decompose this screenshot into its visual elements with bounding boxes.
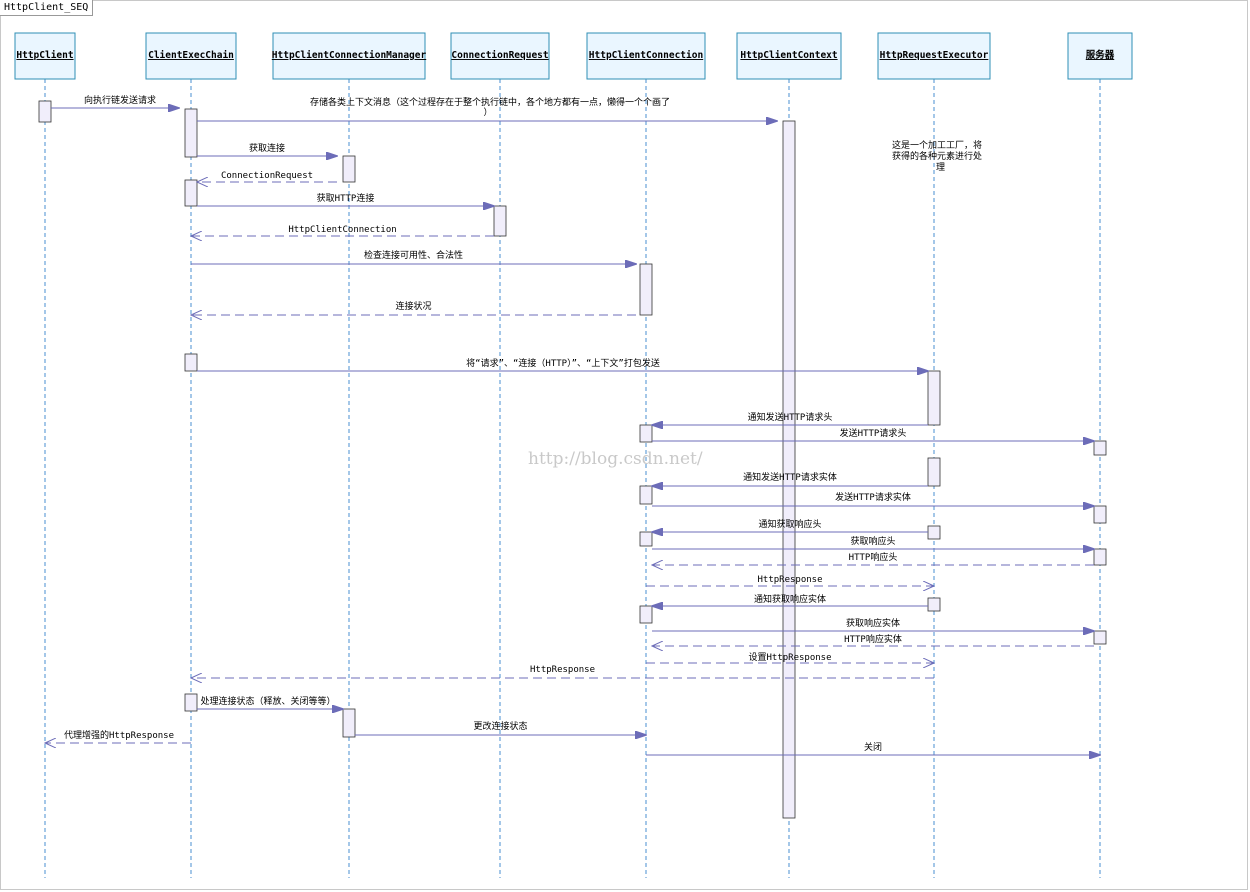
activation-server: [1093, 548, 1107, 566]
message-label-8: 连接状况: [395, 300, 431, 312]
participant-label-connreq: ConnectionRequest: [451, 50, 548, 61]
participant-label-connmgr: HttpClientConnectionManager: [272, 50, 427, 61]
diagram-title: HttpClient_SEQ: [0, 0, 94, 16]
activation-conn: [639, 263, 653, 316]
participant-box-chain: [145, 32, 237, 80]
activation-connmgr: [342, 708, 356, 738]
message-label-4: ConnectionRequest: [221, 171, 313, 181]
activation-executor: [927, 457, 941, 487]
message-label-10: 通知发送HTTP请求头: [748, 411, 833, 423]
participant-box-httpclient: [14, 32, 76, 80]
activation-chain: [184, 108, 198, 158]
activation-conn: [639, 424, 653, 443]
activation-chain: [184, 179, 198, 207]
message-label-12: 通知发送HTTP请求实体: [743, 471, 837, 483]
participant-box-context: [736, 32, 842, 80]
messages: 向执行链发送请求 存储各类上下文消息（这个过程存在于整个执行链中，各个地方都有一点…: [45, 94, 1100, 755]
message-label-14: 通知获取响应头: [758, 518, 821, 530]
activation-chain: [184, 693, 198, 712]
message-label-3: 获取连接: [249, 142, 285, 154]
message-label-19: 获取响应实体: [846, 617, 900, 629]
activation-connmgr: [342, 155, 356, 183]
participant-label-httpclient: HttpClient: [16, 50, 73, 61]
activation-connreq: [493, 205, 507, 237]
message-label-11: 发送HTTP请求头: [840, 427, 907, 439]
message-label-26: 关闭: [864, 741, 882, 753]
message-label-7: 检查连接可用性、合法性: [364, 249, 463, 261]
activation-conn: [639, 605, 653, 624]
lifelines: [44, 79, 1101, 878]
message-label-17: HttpResponse: [757, 575, 822, 585]
participant-label-context: HttpClientContext: [740, 50, 837, 61]
participant-label-executor: HttpRequestExecutor: [880, 50, 989, 61]
participant-box-executor: [877, 32, 991, 80]
participant-box-server: [1067, 32, 1133, 80]
participant-label-conn: HttpClientConnection: [589, 50, 703, 61]
message-label-6: HttpClientConnection: [288, 225, 396, 235]
activation-executor: [927, 597, 941, 612]
participant-box-connmgr: [272, 32, 426, 80]
activation-executor: [927, 370, 941, 426]
activation-server: [1093, 505, 1107, 524]
participant-headers: HttpClient ClientExecChain HttpClientConne…: [14, 32, 1133, 80]
message-label-18: 通知获取响应实体: [754, 593, 826, 605]
participant-label-chain: ClientExecChain: [148, 50, 234, 61]
message-label-21: 设置HttpResponse: [748, 652, 831, 663]
message-label-25: 代理增强的HttpResponse: [64, 729, 174, 741]
message-label-2-cont: ）: [483, 107, 492, 118]
message-label-9: 将“请求”、“连接（HTTP）”、“上下文”打包发送: [466, 357, 660, 369]
activation-conn: [639, 531, 653, 547]
activation-server: [1093, 440, 1107, 456]
message-label-1: 向执行链发送请求: [84, 94, 156, 106]
note-line-2: 获得的各种元素进行处: [892, 150, 982, 162]
message-label-23: 处理连接状态（释放、关闭等等）: [200, 695, 335, 707]
participant-label-server: 服务器: [1086, 49, 1115, 61]
participant-box-connreq: [450, 32, 550, 80]
message-label-24: 更改连接状态: [473, 720, 527, 732]
message-label-2: 存储各类上下文消息（这个过程存在于整个执行链中，各个地方都有一点，懒得一个个画了: [310, 96, 670, 108]
activation-conn: [639, 485, 653, 505]
activation-bars: [38, 100, 1107, 819]
message-label-5: 获取HTTP连接: [317, 192, 375, 204]
message-label-15: 获取响应头: [850, 535, 895, 547]
activation-chain: [184, 353, 198, 372]
watermark: http://blog.csdn.net/: [528, 449, 703, 469]
message-label-22: HttpResponse: [530, 665, 595, 675]
note-line-3: 理: [936, 162, 945, 173]
message-label-16: HTTP响应头: [849, 551, 898, 563]
activation-context: [782, 120, 796, 819]
activation-executor: [927, 525, 941, 540]
activation-server: [1093, 630, 1107, 645]
note-line-1: 这是一个加工工厂，将: [892, 139, 982, 151]
activation-httpclient: [38, 100, 52, 123]
message-label-13: 发送HTTP请求实体: [835, 491, 911, 503]
participant-box-conn: [586, 32, 706, 80]
message-label-20: HTTP响应实体: [844, 633, 902, 645]
